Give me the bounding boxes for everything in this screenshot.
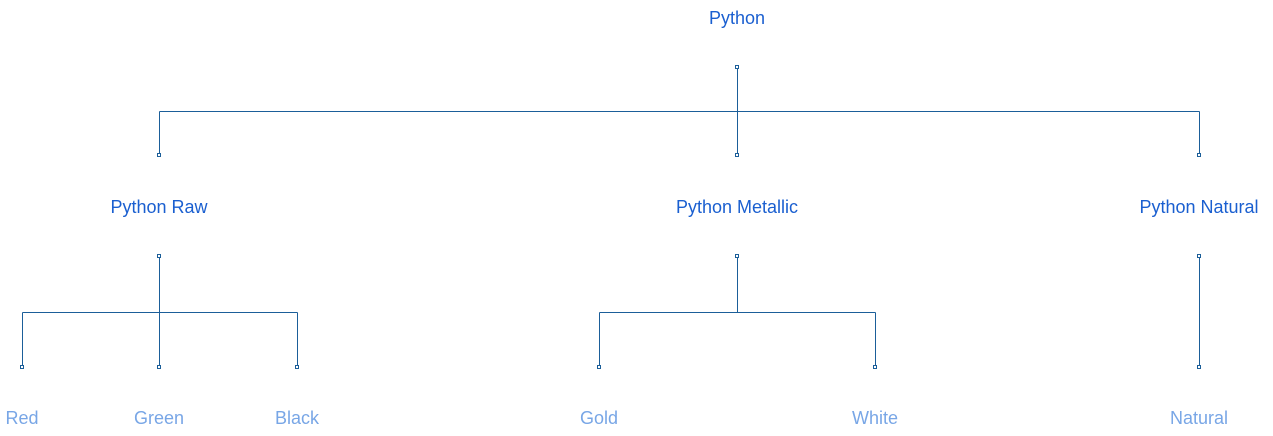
port-python-raw-out bbox=[157, 254, 161, 258]
leaf-gold: Gold bbox=[579, 408, 619, 428]
leaf-red: Red bbox=[5, 408, 39, 428]
leaf-white: White bbox=[851, 408, 899, 428]
port-natural-in bbox=[1197, 365, 1201, 369]
port-gold-in bbox=[597, 365, 601, 369]
port-root-out bbox=[735, 65, 739, 69]
node-root: Python bbox=[708, 8, 766, 28]
port-green-in bbox=[157, 365, 161, 369]
leaf-green: Green bbox=[133, 408, 185, 428]
node-python-metallic: Python Metallic bbox=[675, 197, 799, 217]
port-python-natural-out bbox=[1197, 254, 1201, 258]
node-python-raw: Python Raw bbox=[110, 197, 208, 217]
port-black-in bbox=[295, 365, 299, 369]
port-python-natural-in bbox=[1197, 153, 1201, 157]
port-python-metallic-in bbox=[735, 153, 739, 157]
port-python-metallic-out bbox=[735, 254, 739, 258]
leaf-black: Black bbox=[274, 408, 320, 428]
port-red-in bbox=[20, 365, 24, 369]
leaf-natural: Natural bbox=[1169, 408, 1229, 428]
port-white-in bbox=[873, 365, 877, 369]
node-python-natural: Python Natural bbox=[1139, 197, 1259, 217]
port-python-raw-in bbox=[157, 153, 161, 157]
